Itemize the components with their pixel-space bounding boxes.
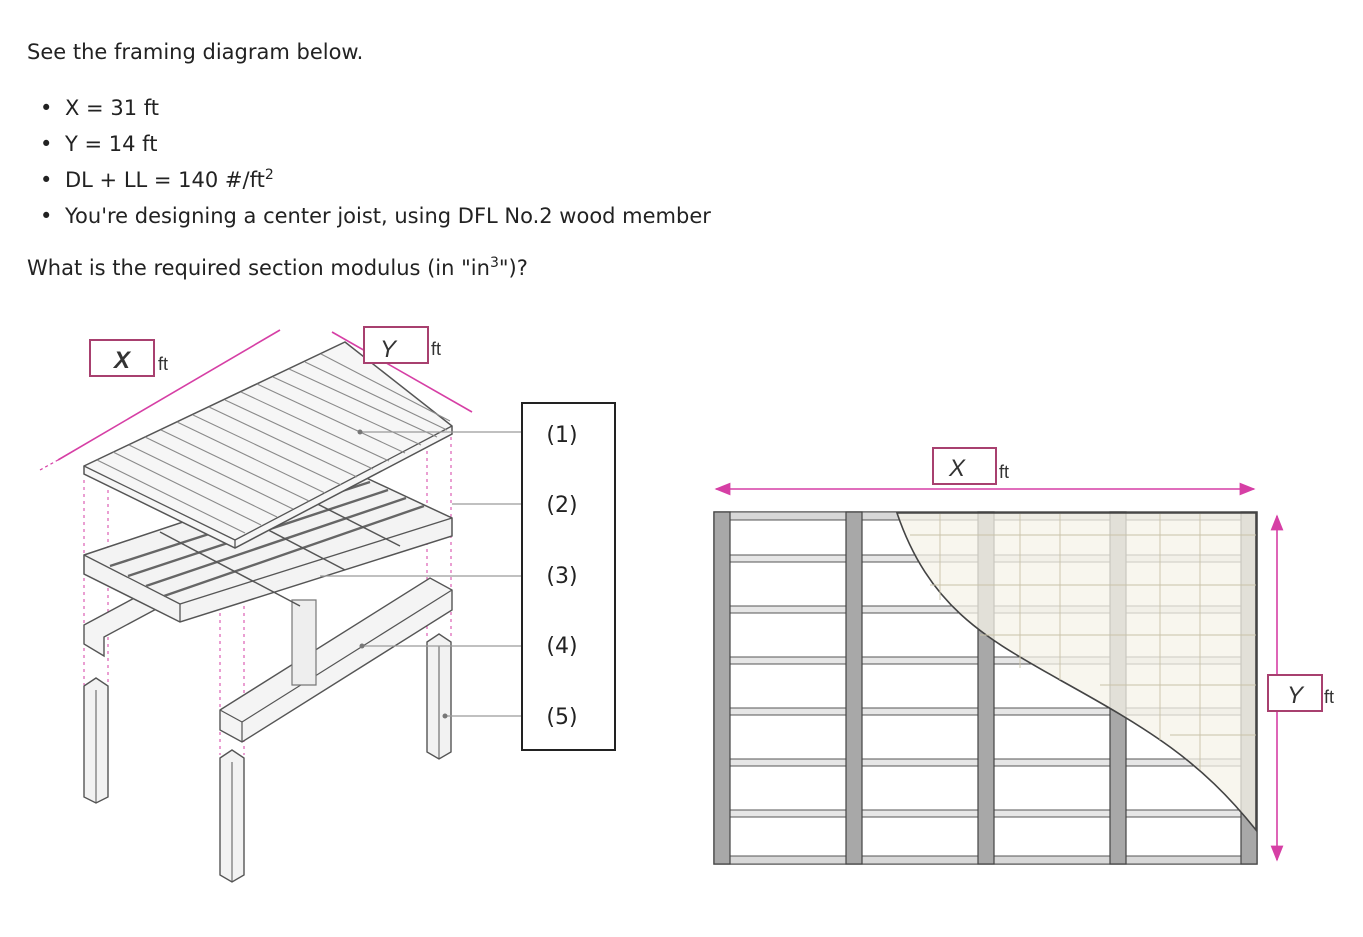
iso-x-dimension-line (57, 329, 281, 461)
given-load: DL + LL = 140 #/ft2 (40, 162, 711, 198)
question-exponent: 3 (489, 255, 499, 271)
given-design: You're designing a center joist, using D… (40, 198, 711, 234)
plan-decking-overlay (895, 512, 1257, 833)
isometric-view (39, 329, 522, 883)
post-left (83, 677, 109, 804)
given-design-text: You're designing a center joist, using D… (65, 204, 711, 228)
given-y-text: Y = 14 ft (65, 132, 158, 156)
given-values-list: X = 31 ft Y = 14 ft DL + LL = 140 #/ft2 … (40, 90, 711, 234)
plan-deck-grid (910, 514, 1256, 770)
plan-x-unit: ft (999, 462, 1009, 482)
legend-item-1: (1) (546, 423, 577, 448)
legend-item-3: (3) (546, 564, 577, 589)
beam-front (219, 577, 453, 743)
iso-y-label: Y ft (363, 326, 441, 364)
question-text: What is the required section modulus (in… (27, 256, 528, 280)
given-x: X = 31 ft (40, 90, 711, 126)
given-load-text: DL + LL = 140 #/ft (65, 168, 265, 192)
plan-y-symbol: Y (1287, 682, 1305, 709)
question-after: ")? (498, 256, 528, 280)
post-front (219, 749, 245, 883)
given-load-exponent: 2 (264, 167, 274, 183)
legend-item-2: (2) (546, 493, 577, 518)
decking (83, 341, 453, 549)
framing-diagram: X ft Y ft (1) (2) (3) (4) (5) (39, 326, 1334, 883)
plan-view (713, 482, 1284, 865)
plan-y-label: Y ft (1267, 674, 1334, 712)
post-right (426, 633, 452, 760)
leader-dots (357, 429, 448, 719)
plan-x-label: X ft (932, 447, 1009, 485)
given-x-text: X = 31 ft (65, 96, 159, 120)
iso-x-dimension-dash (39, 459, 59, 471)
iso-x-label: X ft (89, 339, 168, 377)
plan-y-unit: ft (1324, 687, 1334, 707)
legend-box: (1) (2) (3) (4) (5) (521, 402, 616, 751)
iso-y-dimension-line (331, 331, 473, 413)
center-post (291, 599, 317, 686)
legend-item-4: (4) (546, 634, 577, 659)
question-before: What is the required section modulus (in… (27, 256, 490, 280)
iso-y-unit: ft (431, 339, 441, 359)
iso-y-symbol: Y (380, 336, 398, 363)
iso-x-unit: ft (158, 354, 168, 374)
iso-x-symbol: X (112, 347, 132, 374)
leader-lines (320, 431, 522, 717)
plan-x-symbol: X (948, 455, 966, 482)
given-y: Y = 14 ft (40, 126, 711, 162)
intro-text: See the framing diagram below. (27, 40, 364, 64)
deck-boards (96, 353, 451, 534)
legend-item-5: (5) (546, 705, 577, 730)
